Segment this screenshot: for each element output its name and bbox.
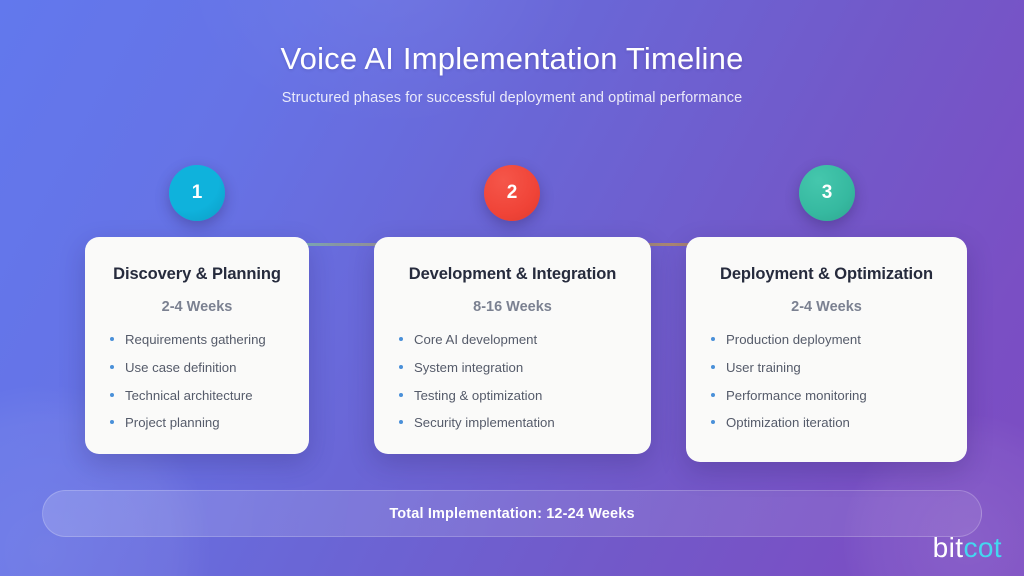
list-item-label: Testing & optimization bbox=[414, 387, 543, 403]
bullet-icon bbox=[110, 364, 114, 369]
list-item-label: Production deployment bbox=[726, 331, 861, 347]
step-badge-3-number: 3 bbox=[821, 182, 833, 203]
slide-header: Voice AI Implementation Timeline Structu… bbox=[0, 40, 1024, 106]
step-badge-1-number: 1 bbox=[191, 182, 203, 203]
bullet-icon bbox=[110, 420, 114, 425]
phase-card-3-title: Deployment & Optimization bbox=[720, 265, 933, 283]
timeline-connector-2-3 bbox=[640, 243, 698, 246]
logo-primary-text: bit bbox=[932, 532, 964, 563]
list-item-label: Optimization iteration bbox=[726, 415, 850, 431]
step-badge-1[interactable]: 1 bbox=[169, 165, 225, 221]
bullet-icon bbox=[399, 336, 403, 341]
bullet-icon bbox=[711, 336, 715, 341]
bullet-icon bbox=[110, 336, 114, 341]
timeline-connector-1-2 bbox=[300, 243, 382, 246]
bullet-icon bbox=[711, 420, 715, 425]
page-subtitle: Structured phases for successful deploym… bbox=[281, 90, 743, 107]
list-item: Use case definition bbox=[105, 359, 289, 377]
phase-card-1-title: Discovery & Planning bbox=[113, 265, 281, 283]
list-item: System integration bbox=[394, 359, 631, 377]
phase-card-3[interactable]: Deployment & Optimization 2-4 Weeks Prod… bbox=[686, 237, 967, 462]
phase-card-3-list: Production deployment User training Perf… bbox=[706, 331, 947, 432]
phase-card-2[interactable]: Development & Integration 8-16 Weeks Cor… bbox=[374, 237, 651, 455]
list-item: Requirements gathering bbox=[105, 331, 289, 349]
list-item-label: User training bbox=[726, 359, 801, 375]
list-item-label: System integration bbox=[414, 359, 524, 375]
step-badge-2[interactable]: 2 bbox=[484, 165, 540, 221]
bullet-icon bbox=[110, 392, 114, 397]
list-item: Production deployment bbox=[706, 331, 947, 349]
bullet-icon bbox=[399, 392, 403, 397]
phase-card-3-duration: 2-4 Weeks bbox=[791, 298, 862, 315]
list-item-label: Requirements gathering bbox=[125, 331, 266, 347]
phase-card-1[interactable]: Discovery & Planning 2-4 Weeks Requireme… bbox=[85, 237, 309, 455]
step-badge-3[interactable]: 3 bbox=[799, 165, 855, 221]
phase-card-2-title: Development & Integration bbox=[408, 265, 617, 283]
list-item: Project planning bbox=[105, 414, 289, 432]
list-item: Technical architecture bbox=[105, 387, 289, 405]
list-item-label: Project planning bbox=[125, 415, 220, 431]
list-item: Security implementation bbox=[394, 414, 631, 432]
list-item: Optimization iteration bbox=[706, 414, 947, 432]
list-item: Testing & optimization bbox=[394, 387, 631, 405]
step-badge-2-number: 2 bbox=[506, 182, 518, 203]
total-implementation-label: Total Implementation: 12-24 Weeks bbox=[389, 505, 635, 522]
logo-accent-text: cot bbox=[963, 532, 1002, 563]
list-item-label: Security implementation bbox=[414, 415, 555, 431]
bullet-icon bbox=[399, 420, 403, 425]
phase-card-1-list: Requirements gathering Use case definiti… bbox=[105, 331, 289, 432]
phase-card-2-duration: 8-16 Weeks bbox=[473, 298, 552, 315]
list-item: Performance monitoring bbox=[706, 387, 947, 405]
bullet-icon bbox=[711, 364, 715, 369]
bullet-icon bbox=[399, 364, 403, 369]
list-item: Core AI development bbox=[394, 331, 631, 349]
phase-card-2-list: Core AI development System integration T… bbox=[394, 331, 631, 432]
page-title: Voice AI Implementation Timeline bbox=[280, 41, 744, 76]
list-item-label: Core AI development bbox=[414, 331, 538, 347]
bullet-icon bbox=[711, 392, 715, 397]
list-item-label: Performance monitoring bbox=[726, 387, 867, 403]
total-implementation-banner: Total Implementation: 12-24 Weeks bbox=[42, 490, 982, 537]
list-item-label: Use case definition bbox=[125, 359, 237, 375]
phase-card-1-duration: 2-4 Weeks bbox=[161, 298, 233, 315]
bitcot-logo: bitcot bbox=[933, 534, 1002, 562]
list-item: User training bbox=[706, 359, 947, 377]
list-item-label: Technical architecture bbox=[125, 387, 253, 403]
